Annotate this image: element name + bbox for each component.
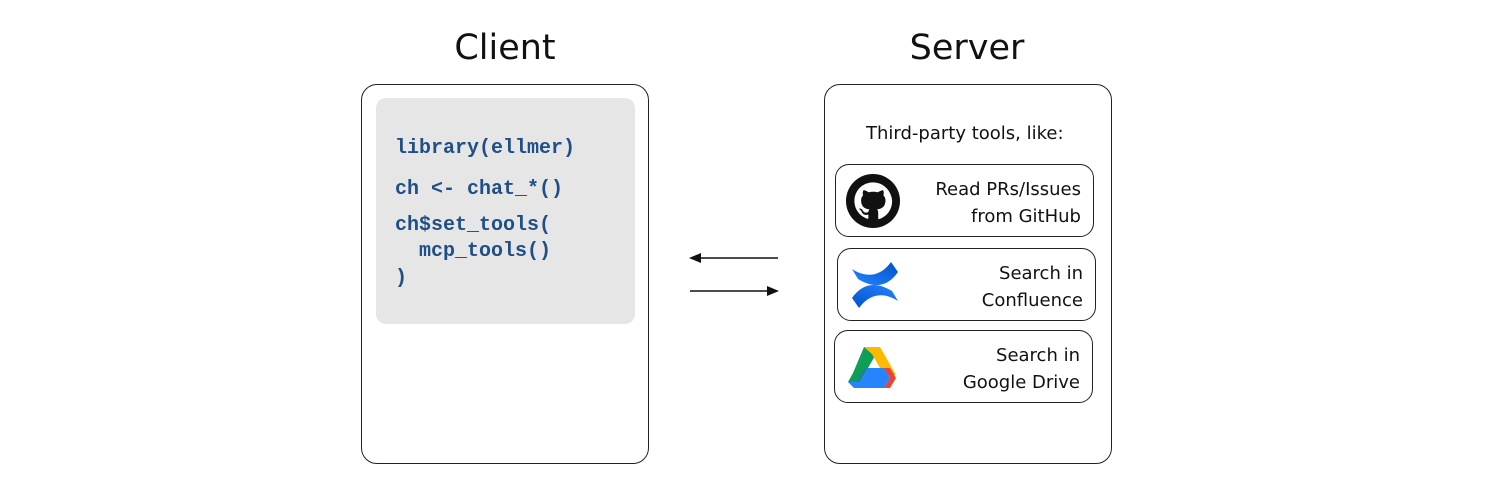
tool-label-github: Read PRs/Issues from GitHub [935,176,1081,230]
code-line-chat: ch <- chat_*() [395,178,564,201]
tool-label-line: Confluence [981,290,1083,311]
tool-label-google-drive: Search in Google Drive [963,342,1080,396]
github-icon [846,174,900,228]
arrow-left-icon [689,253,778,263]
tool-card-github: Read PRs/Issues from GitHub [835,164,1094,237]
code-block [376,98,635,324]
code-line-library: library(ellmer) [395,137,576,160]
tool-label-line: Read PRs/Issues [935,179,1081,200]
code-line-set-tools: ch$set_tools( [395,214,552,237]
server-heading: Server [909,28,1025,68]
tool-label-confluence: Search in Confluence [982,260,1083,314]
tools-caption: Third-party tools, like: [866,123,1064,144]
code-line-mcp-tools: mcp_tools() [395,240,552,263]
code-line-close-paren: ) [395,267,408,290]
google-drive-icon [848,347,896,388]
tool-card-confluence: Search in Confluence [837,248,1096,321]
client-heading: Client [454,28,556,68]
arrow-right-icon [690,286,779,296]
tool-label-line: Search in [996,345,1080,366]
tool-card-google-drive: Search in Google Drive [834,330,1093,403]
tool-label-line: Search in [999,263,1083,284]
confluence-icon [852,262,898,308]
tool-label-line: Google Drive [962,372,1080,393]
tool-label-line: from GitHub [971,206,1081,227]
